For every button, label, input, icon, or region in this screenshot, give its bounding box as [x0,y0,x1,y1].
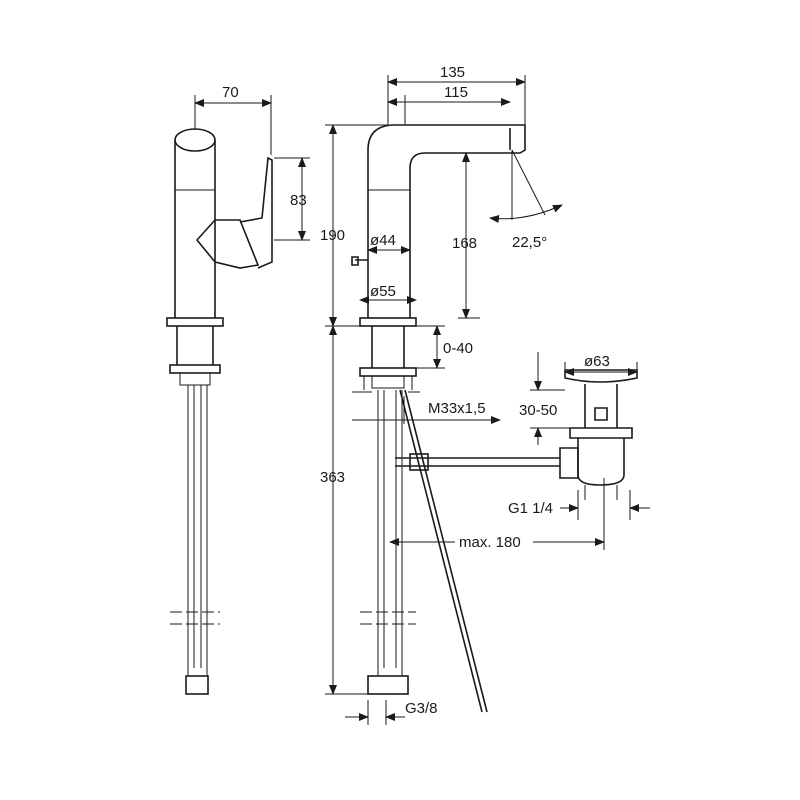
side-view-hose-end [187,668,208,676]
dim-base-diameter: ø55 [370,283,396,300]
drain-tail [577,438,625,486]
front-view: 135 115 190 168 22,5° ø44 ø55 0-40 M33x1… [320,64,650,725]
drain-lift-rod [395,457,560,467]
side-view-body [174,140,216,318]
drain-plug [594,407,608,421]
front-view-break-lines [360,611,416,625]
dim-deck-ext [404,325,445,369]
front-view-hose-end [377,668,403,676]
drain-body [584,384,618,428]
side-view-hose-nut [185,675,209,695]
dim-hose-length: 363 [320,469,345,486]
dim-width-side: 70 [222,84,239,101]
rod-clamp [409,453,429,471]
front-view-shank [371,326,405,368]
dim-drain-diameter: ø63 [584,353,610,370]
dim-thread: M33x1,5 [428,400,486,417]
side-view-break-lines [170,611,220,625]
dim-width-ext [194,95,272,155]
side-view-nut-lower [179,373,211,386]
front-view-base [359,317,417,327]
side-view-hoses [187,385,208,668]
front-view-hoses [377,390,403,668]
front-view-nut-lower [363,376,413,390]
side-view-lever [195,219,260,269]
dim-spout-height: 168 [452,235,477,252]
dim-hose-thread: G3/8 [405,700,438,717]
dim-angle-arc [489,204,563,223]
dim-body-diameter: ø44 [370,232,396,249]
side-view-shank [176,326,214,365]
side-view-top [174,128,216,152]
drain-flange [564,369,638,383]
front-view-hose-nut [367,675,409,695]
side-view: 70 83 [166,84,310,695]
dim-hose-ext [325,325,370,695]
dim-rod-reach: max. 180 [459,534,521,551]
popup-knob [351,256,368,266]
drain-tail-end [584,485,618,500]
dim-rod-reach-bg [455,532,533,552]
popup-rod [399,389,488,713]
dim-hose-thread-ext [367,700,387,725]
drain-lever-housing [559,447,579,479]
dim-spout-reach-total: 135 [440,64,465,81]
dim-total-height: 190 [320,227,345,244]
dim-drain-thread: G1 1/4 [508,500,553,517]
dim-deck-thickness: 0-40 [443,340,473,357]
dim-drain-height: 30-50 [519,402,557,419]
side-view-base [166,317,224,327]
drain-nut [569,427,633,439]
front-view-spout [367,124,526,318]
dim-lever-height: 83 [290,192,307,209]
dim-angle-ext [511,149,546,220]
side-view-handle [239,156,273,269]
front-view-nut [359,367,417,377]
dim-spout-reach: 115 [444,84,468,101]
side-view-nut [169,364,221,374]
dim-angle: 22,5° [512,234,547,251]
